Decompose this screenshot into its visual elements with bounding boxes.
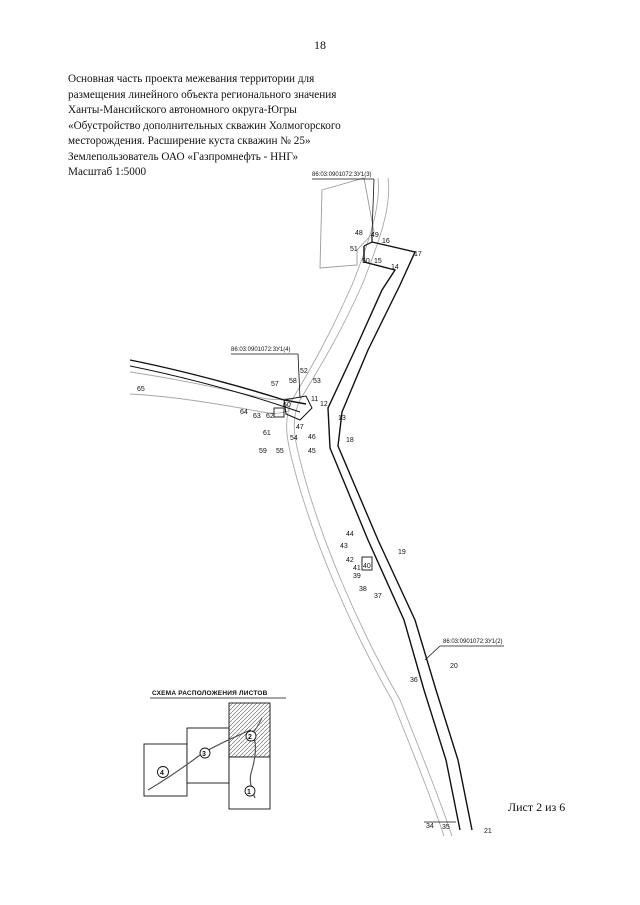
point-label: 54 bbox=[290, 435, 298, 442]
sheet-counter: Лист 2 из 6 bbox=[508, 800, 566, 814]
cadastral-label-top: 86:03:0901072:3У1(3) bbox=[312, 172, 372, 178]
title-line: Ханты-Мансийского автономного округа-Югр… bbox=[68, 104, 297, 116]
point-label: 50 bbox=[362, 258, 370, 265]
title-line: размещения линейного объекта регионально… bbox=[68, 88, 337, 101]
junction-polygon bbox=[283, 395, 313, 421]
title-line: Землепользователь ОАО «Газпромнефть - НН… bbox=[68, 150, 299, 163]
left-branch-boundary-upper bbox=[129, 359, 307, 405]
point-label: 55 bbox=[276, 448, 284, 455]
point-label: 49 bbox=[371, 232, 379, 239]
point-label: 45 bbox=[308, 448, 316, 455]
point-label: 42 bbox=[346, 557, 354, 564]
page-number: 18 bbox=[314, 38, 326, 52]
title-line: «Обустройство дополнительных скважин Хол… bbox=[68, 119, 341, 132]
title-line: Основная часть проекта межевания террито… bbox=[68, 73, 315, 85]
point-label: 57 bbox=[271, 381, 279, 388]
point-label: 11 bbox=[311, 396, 318, 403]
point-label: 40 bbox=[363, 563, 371, 570]
scheme-sheet-marker bbox=[157, 766, 169, 778]
point-label: 37 bbox=[374, 593, 382, 600]
allotment-boundary-west bbox=[327, 246, 461, 831]
well-pad-outline bbox=[319, 177, 375, 269]
point-label: 63 bbox=[253, 413, 261, 420]
scheme-sheet-number: 2 bbox=[248, 734, 252, 741]
scheme-route-line bbox=[147, 729, 257, 799]
point-label: 44 bbox=[346, 531, 354, 538]
point-label: 34 bbox=[426, 823, 434, 830]
point-label: 21 bbox=[484, 828, 492, 835]
point-label: 17 bbox=[414, 251, 422, 258]
sheet-frame-1 bbox=[228, 756, 271, 810]
point-label: 52 bbox=[300, 368, 308, 375]
point-label: 48 bbox=[355, 230, 363, 237]
allotment-top-edge bbox=[363, 234, 373, 247]
left-branch-boundary-lower bbox=[129, 365, 301, 413]
point-label: 38 bbox=[359, 586, 367, 593]
point-label: 19 bbox=[398, 549, 406, 556]
title-line: месторождения. Расширение куста скважин … bbox=[68, 135, 311, 147]
point-label: 65 bbox=[137, 386, 145, 393]
point-label: 36 bbox=[410, 677, 418, 684]
left-road-lower bbox=[129, 393, 291, 414]
existing-road-outer bbox=[293, 177, 453, 837]
scheme-sheet-number: 1 bbox=[247, 789, 251, 796]
sheet-layout-scheme: СХЕМА РАСПОЛОЖЕНИЯ ЛИСТОВ 4 3 2 1 bbox=[143, 690, 286, 810]
scheme-title: СХЕМА РАСПОЛОЖЕНИЯ ЛИСТОВ bbox=[152, 690, 268, 697]
leader-line bbox=[424, 645, 441, 661]
allotment-boundary-east bbox=[337, 241, 473, 831]
point-label: 64 bbox=[240, 409, 248, 416]
point-label: 51 bbox=[350, 246, 358, 253]
existing-road-inner bbox=[286, 177, 445, 837]
sheet-frame-3 bbox=[186, 727, 230, 784]
well-marker bbox=[361, 556, 373, 571]
scheme-sheet-marker bbox=[199, 747, 211, 759]
leader-line bbox=[297, 353, 301, 399]
cadastral-label-right: 86:03:0901072:3У1(2) bbox=[443, 639, 503, 645]
point-label: 18 bbox=[346, 437, 354, 444]
point-label: 47 bbox=[296, 424, 304, 431]
point-label: 58 bbox=[289, 378, 297, 385]
leader-line bbox=[371, 178, 375, 235]
scheme-sheet-marker bbox=[245, 730, 257, 742]
point-label: 39 bbox=[353, 573, 361, 580]
point-label: 14 bbox=[391, 264, 399, 271]
cadastral-label-left: 86:03:0901072:3У1(4) bbox=[231, 347, 291, 353]
point-label: 59 bbox=[259, 448, 267, 455]
scheme-sheet-number: 4 bbox=[160, 770, 164, 777]
point-label: 60 bbox=[283, 402, 291, 409]
scheme-sheet-marker bbox=[244, 785, 256, 797]
point-label: 35 bbox=[442, 824, 450, 831]
title-block: Основная часть проекта межевания террито… bbox=[68, 72, 398, 181]
point-label: 46 bbox=[308, 434, 316, 441]
point-label: 15 bbox=[374, 258, 382, 265]
point-label: 12 bbox=[320, 401, 328, 408]
point-label: 62 bbox=[266, 413, 274, 420]
scheme-sheet-number: 3 bbox=[202, 751, 206, 758]
point-label: 61 bbox=[263, 430, 271, 437]
point-label: 20 bbox=[450, 663, 458, 670]
point-label: 13 bbox=[338, 415, 346, 422]
scale-line: Масштаб 1:5000 bbox=[68, 166, 147, 178]
point-label: 43 bbox=[340, 543, 348, 550]
point-label: 41 bbox=[353, 565, 361, 572]
well-marker bbox=[273, 407, 285, 418]
point-label: 53 bbox=[313, 378, 321, 385]
point-label: 16 bbox=[382, 238, 390, 245]
